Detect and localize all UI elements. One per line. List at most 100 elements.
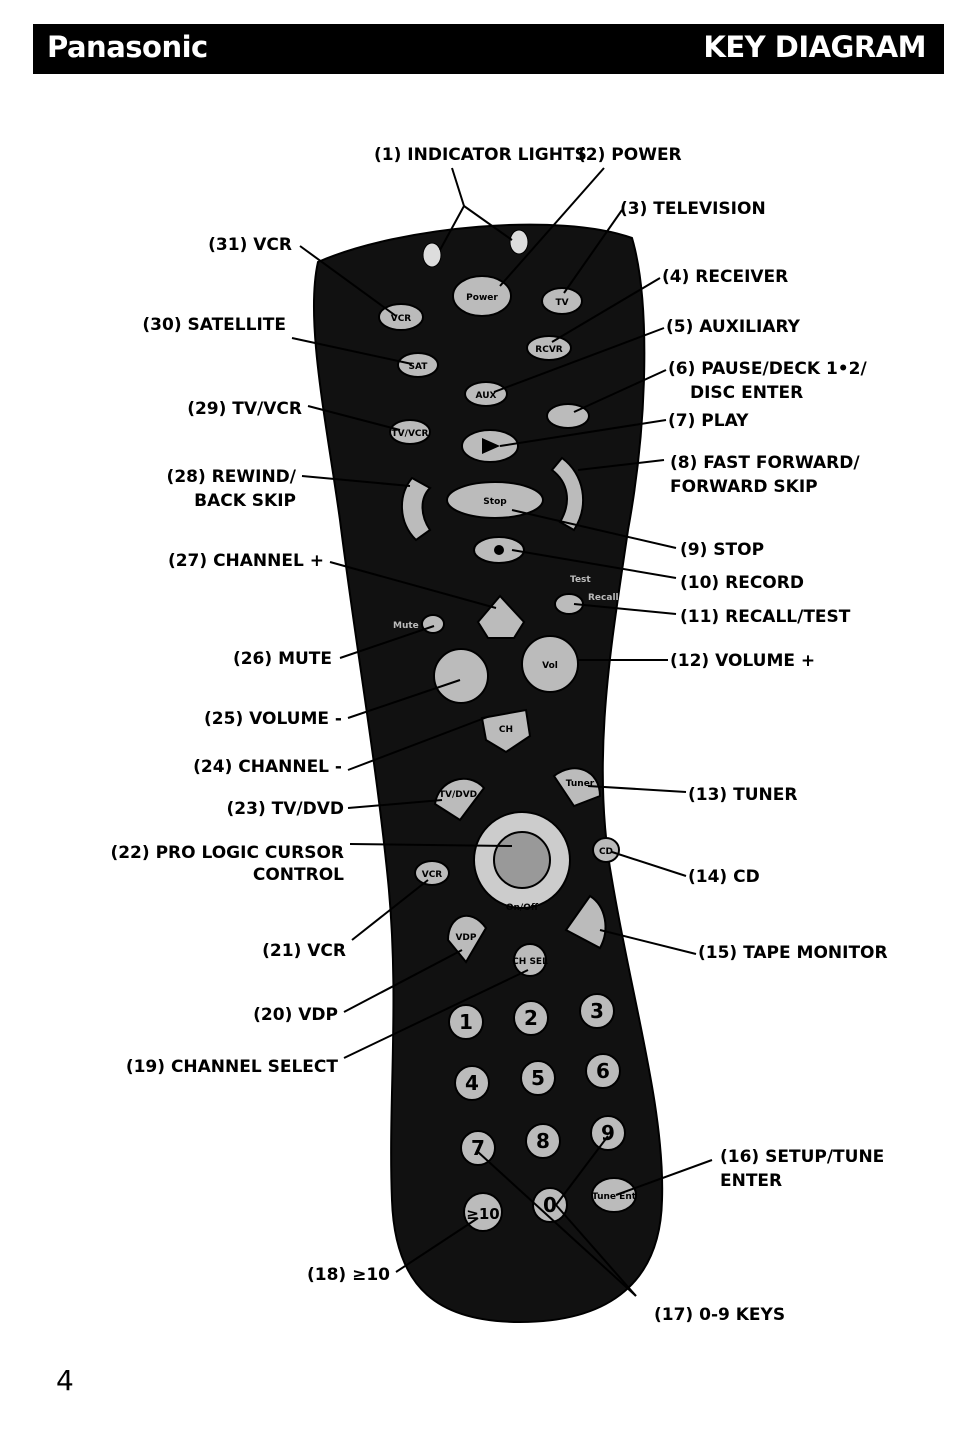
tape-monitor-button[interactable] — [564, 894, 607, 950]
volume-minus-button[interactable] — [433, 648, 489, 704]
tv-button[interactable]: TV — [541, 287, 583, 315]
tuner-button[interactable]: Tuner — [552, 767, 602, 808]
label-play: (7) PLAY — [668, 411, 749, 431]
vcr-button-lower[interactable]: VCR — [414, 860, 450, 886]
svg-text:SAT: SAT — [409, 362, 429, 372]
digit-key-3[interactable]: 3 — [579, 993, 615, 1029]
label-record: (10) RECORD — [680, 573, 804, 593]
svg-text:CD: CD — [599, 847, 613, 857]
svg-text:0: 0 — [543, 1193, 557, 1217]
svg-text:Tuner: Tuner — [566, 779, 595, 789]
rewind-button[interactable] — [400, 476, 432, 542]
label-vcr-lower: (21) VCR — [262, 941, 346, 961]
label-back-skip: BACK SKIP — [194, 491, 296, 511]
svg-text:RCVR: RCVR — [535, 345, 563, 355]
label-channel-minus: (24) CHANNEL - — [193, 757, 342, 777]
label-stop: (9) STOP — [680, 540, 764, 560]
indicator-light-right — [509, 229, 529, 255]
tv-dvd-button[interactable]: TV/DVD — [433, 777, 486, 822]
plus10-key[interactable]: ≥10 — [463, 1192, 503, 1232]
label-satellite: (30) SATELLITE — [142, 315, 286, 335]
volume-plus-button[interactable]: Vol — [521, 635, 579, 693]
play-button[interactable] — [461, 429, 519, 463]
sat-button[interactable]: SAT — [397, 352, 439, 378]
label-vcr: (31) VCR — [208, 235, 292, 255]
svg-text:≥10: ≥10 — [466, 1205, 499, 1223]
digit-key-6[interactable]: 6 — [585, 1053, 621, 1089]
brand-name: Panasonic — [47, 30, 208, 64]
aux-button[interactable]: AUX — [464, 381, 508, 407]
svg-text:3: 3 — [590, 999, 604, 1023]
label-receiver: (4) RECEIVER — [662, 267, 788, 287]
leader-lines — [291, 167, 713, 1297]
svg-text:1: 1 — [459, 1010, 473, 1034]
digit-key-1[interactable]: 1 — [448, 1004, 484, 1040]
tv-vcr-button[interactable]: TV/VCR — [389, 419, 431, 445]
svg-text:On/Off: On/Off — [506, 903, 539, 913]
label-auxiliary: (5) AUXILIARY — [666, 317, 801, 337]
label-cd: (14) CD — [688, 867, 760, 887]
svg-text:TV: TV — [555, 298, 568, 308]
svg-text:CH: CH — [499, 725, 513, 735]
svg-text:AUX: AUX — [476, 391, 497, 401]
svg-text:4: 4 — [465, 1071, 479, 1095]
power-button[interactable]: Power — [452, 275, 512, 317]
label-channel-select: (19) CHANNEL SELECT — [126, 1057, 339, 1077]
record-button[interactable] — [473, 536, 525, 564]
svg-text:6: 6 — [596, 1059, 610, 1083]
svg-text:Tune Ent: Tune Ent — [592, 1192, 637, 1202]
label-channel-plus: (27) CHANNEL + — [168, 551, 324, 571]
label-tape-monitor: (15) TAPE MONITOR — [698, 943, 888, 963]
svg-text:Stop: Stop — [483, 497, 507, 507]
label-forward-skip: FORWARD SKIP — [670, 477, 818, 497]
label-television: (3) TELEVISION — [620, 199, 766, 219]
mute-button[interactable] — [421, 614, 445, 634]
label-tuner: (13) TUNER — [688, 785, 797, 805]
svg-text:Power: Power — [466, 293, 498, 303]
label-mute: (26) MUTE — [233, 649, 332, 669]
label-control: CONTROL — [253, 865, 344, 885]
label-recall-test: (11) RECALL/TEST — [680, 607, 851, 627]
stop-button[interactable]: Stop — [446, 481, 544, 519]
channel-select-button[interactable]: CH SEL — [512, 943, 548, 977]
svg-text:5: 5 — [531, 1066, 545, 1090]
label-disc-enter: DISC ENTER — [690, 383, 803, 403]
mute-label: Mute — [393, 621, 419, 631]
svg-text:8: 8 — [536, 1129, 550, 1153]
label-pro-logic: (22) PRO LOGIC CURSOR — [110, 843, 344, 863]
digit-key-4[interactable]: 4 — [454, 1065, 490, 1101]
svg-text:VCR: VCR — [422, 870, 443, 880]
svg-text:TV/DVD: TV/DVD — [439, 790, 477, 800]
label-pause-deck: (6) PAUSE/DECK 1•2/ — [668, 359, 868, 379]
label-vdp: (20) VDP — [253, 1005, 338, 1025]
tune-enter-button[interactable]: Tune Ent — [591, 1177, 637, 1213]
header-bar: Panasonic KEY DIAGRAM — [33, 24, 944, 74]
channel-plus-button[interactable] — [476, 594, 526, 639]
digit-key-5[interactable]: 5 — [520, 1060, 556, 1096]
svg-text:Vol: Vol — [542, 661, 558, 671]
label-fast-forward: (8) FAST FORWARD/ — [670, 453, 860, 473]
label-tv-dvd: (23) TV/DVD — [227, 799, 344, 819]
cd-button[interactable]: CD — [592, 837, 620, 863]
label-volume-plus: (12) VOLUME + — [670, 651, 815, 671]
svg-text:VCR: VCR — [391, 314, 412, 324]
vdp-button[interactable]: VDP — [446, 915, 488, 964]
digit-key-9[interactable]: 9 — [590, 1115, 626, 1151]
page-number: 4 — [56, 1364, 74, 1397]
digit-key-7[interactable]: 7 — [460, 1130, 496, 1166]
svg-text:TV/VCR: TV/VCR — [392, 429, 429, 439]
fast-forward-button[interactable] — [550, 456, 585, 532]
digit-key-8[interactable]: 8 — [525, 1123, 561, 1159]
digit-key-2[interactable]: 2 — [513, 1000, 549, 1036]
channel-minus-button[interactable]: CH — [480, 708, 532, 754]
section-title: KEY DIAGRAM — [703, 30, 926, 64]
label-power: (2) POWER — [578, 145, 682, 165]
test-label: Test — [570, 575, 591, 585]
rcvr-button[interactable]: RCVR — [526, 335, 572, 361]
label-indicator-lights: (1) INDICATOR LIGHTS — [374, 145, 587, 165]
label-enter: ENTER — [720, 1171, 782, 1191]
label-volume-minus: (25) VOLUME - — [204, 709, 342, 729]
label-plus10: (18) ≥10 — [307, 1265, 390, 1285]
digit-key-0[interactable]: 0 — [532, 1187, 568, 1223]
